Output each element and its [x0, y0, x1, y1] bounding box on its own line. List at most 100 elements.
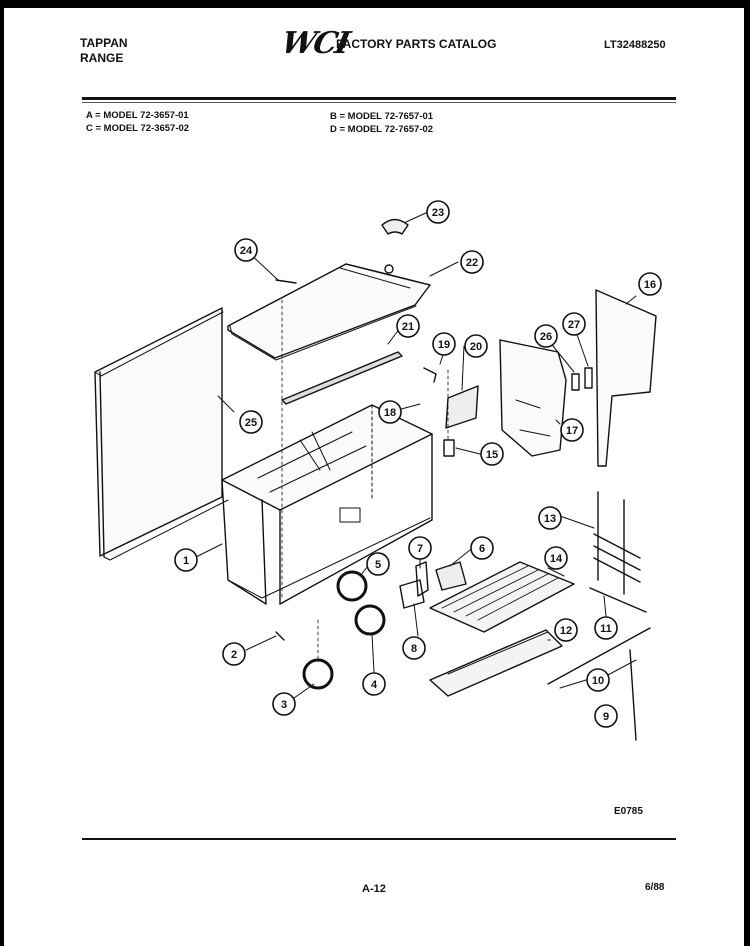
document-number: LT32488250	[604, 39, 666, 51]
part-side-cover-16	[595, 289, 657, 467]
catalog-title: FACTORY PARTS CATALOG	[336, 37, 497, 51]
callout-11: 11	[594, 616, 618, 640]
callout-circle	[426, 200, 450, 224]
callout-26: 26	[534, 324, 558, 348]
callout-8: 8	[402, 636, 426, 660]
callout-22: 22	[460, 250, 484, 274]
callout-label: 8	[411, 643, 417, 655]
part-11	[589, 587, 647, 613]
callout-16: 16	[638, 272, 662, 296]
assembly-lines	[281, 299, 449, 661]
callout-circle	[222, 642, 246, 666]
callout-13: 13	[538, 506, 562, 530]
callout-circle	[560, 418, 584, 442]
callout-label: 23	[432, 207, 444, 219]
callout-label: 12	[560, 625, 572, 637]
callout-7: 7	[408, 536, 432, 560]
part-8	[399, 579, 425, 609]
callout-18: 18	[378, 400, 402, 424]
callout-27: 27	[562, 312, 586, 336]
revision-date: 6/88	[645, 882, 665, 893]
part-knob-23	[381, 218, 409, 235]
callout-23: 23	[426, 200, 450, 224]
callout-circle	[470, 536, 494, 560]
part-main-frame	[221, 404, 433, 605]
part-clip-24	[275, 279, 297, 284]
callout-circle	[586, 668, 610, 692]
callout-12: 12	[554, 618, 578, 642]
callout-20: 20	[464, 334, 488, 358]
callout-circle	[234, 238, 258, 262]
part-27	[584, 367, 593, 389]
callout-label: 3	[281, 699, 287, 711]
callout-label: 4	[371, 679, 378, 691]
callout-15: 15	[480, 442, 504, 466]
callout-circle	[239, 410, 263, 434]
part-oven-rack-14	[429, 561, 575, 633]
callout-circle	[534, 324, 558, 348]
callout-25: 25	[239, 410, 263, 434]
callout-label: 20	[470, 341, 482, 353]
footer-rule	[82, 838, 676, 840]
callout-label: 19	[438, 339, 450, 351]
callout-circle	[460, 250, 484, 274]
callout-17: 17	[560, 418, 584, 442]
part-side-panel	[94, 307, 229, 561]
callout-circle	[594, 616, 618, 640]
callout-24: 24	[234, 238, 258, 262]
callout-label: 26	[540, 331, 552, 343]
callout-label: 2	[231, 649, 237, 661]
part-7	[415, 561, 429, 597]
callout-14: 14	[544, 546, 568, 570]
model-c: C = MODEL 72-3657-02	[86, 123, 190, 134]
part-drawer-12	[429, 629, 563, 697]
callout-circle	[378, 400, 402, 424]
callout-label: 7	[417, 543, 423, 555]
brand-line-1: TAPPAN	[80, 36, 128, 50]
callout-circle	[554, 618, 578, 642]
header-rule-thin	[82, 102, 676, 103]
callout-circle	[638, 272, 662, 296]
callout-circle	[396, 314, 420, 338]
callout-21: 21	[396, 314, 420, 338]
part-clip-2	[275, 631, 285, 641]
callout-label: 27	[568, 319, 580, 331]
header-rule	[82, 97, 676, 100]
callout-circle	[538, 506, 562, 530]
page-border-top	[0, 0, 750, 8]
callout-label: 15	[486, 449, 498, 461]
callout-circle	[432, 332, 456, 356]
callout-label: 1	[183, 555, 189, 567]
callout-label: 6	[479, 543, 485, 555]
model-a: A = MODEL 72-3657-01	[86, 110, 189, 121]
part-3	[302, 658, 334, 690]
part-5	[336, 570, 368, 602]
part-top-panel	[227, 263, 431, 361]
callout-label: 10	[592, 675, 604, 687]
callout-circle	[562, 312, 586, 336]
callout-label: 16	[644, 279, 656, 291]
callout-circle	[408, 536, 432, 560]
callout-2: 2	[222, 642, 246, 666]
page-border-right	[744, 0, 750, 946]
callout-circle	[362, 672, 386, 696]
page-border-left	[0, 0, 4, 946]
part-latch-15	[443, 439, 455, 457]
callout-circle	[480, 442, 504, 466]
part-rod-9	[629, 649, 637, 741]
part-4	[354, 604, 386, 636]
figure-code: E0785	[614, 806, 643, 817]
callout-label: 11	[600, 623, 612, 635]
callout-circle	[594, 704, 618, 728]
model-b: B = MODEL 72-7657-01	[330, 111, 434, 122]
callout-label: 17	[566, 425, 578, 437]
page-number: A-12	[362, 883, 386, 895]
callout-circle	[174, 548, 198, 572]
callout-circle	[402, 636, 426, 660]
callout-9: 9	[594, 704, 618, 728]
callout-label: 5	[375, 559, 381, 571]
callout-4: 4	[362, 672, 386, 696]
callout-5: 5	[366, 552, 390, 576]
callout-6: 6	[470, 536, 494, 560]
